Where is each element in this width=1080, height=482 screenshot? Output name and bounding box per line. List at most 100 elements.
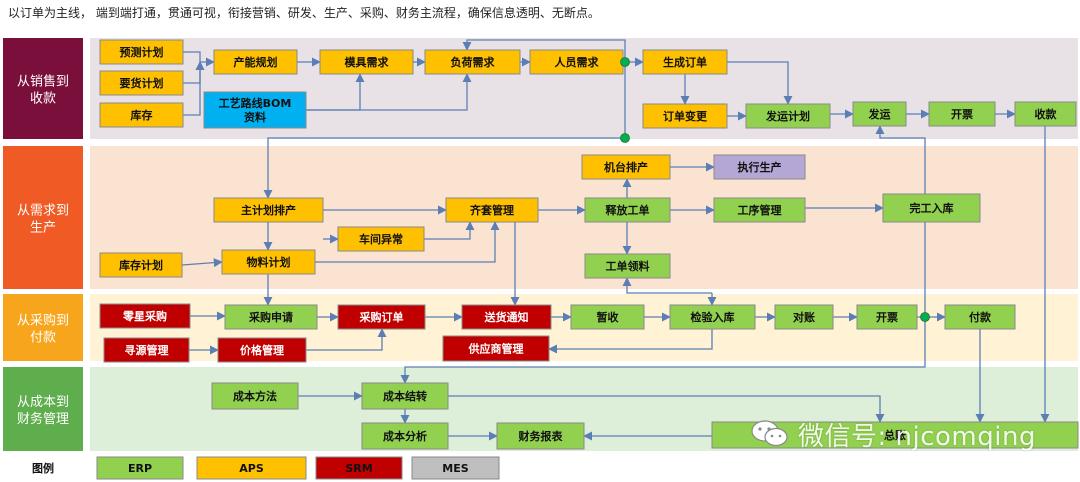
connector-arrow — [875, 125, 926, 317]
box-label: 零星采购 — [122, 309, 167, 323]
box-label: 工序管理 — [738, 203, 782, 217]
box-shape — [217, 337, 307, 363]
box-shape — [99, 102, 184, 128]
process-box-b20: 工序管理 — [713, 197, 806, 223]
process-box-b21: 完工入库 — [882, 193, 981, 223]
box-shape — [337, 304, 426, 330]
box-shape — [745, 103, 831, 129]
box-label: 供应商管理 — [468, 342, 524, 356]
box-label: 财务报表 — [518, 429, 564, 443]
box-label: 要货计划 — [120, 76, 164, 90]
legend-swatch-erp — [96, 456, 184, 480]
box-label: 发运 — [868, 107, 891, 121]
process-box-b9: 生成订单 — [642, 49, 728, 75]
box-shape — [852, 101, 907, 127]
box-shape — [99, 303, 191, 329]
box-label: 负荷需求 — [451, 55, 496, 69]
box-shape — [337, 226, 425, 252]
process-box-b8: 人员需求 — [529, 49, 624, 75]
process-box-b10: 订单变更 — [642, 103, 728, 129]
box-label: 发运计划 — [765, 109, 810, 123]
process-box-b15: 主计划排产 — [213, 197, 324, 223]
connector-arrow — [183, 51, 215, 67]
box-shape — [713, 154, 806, 180]
junction-node — [620, 133, 630, 143]
box-label: 订单变更 — [663, 109, 708, 123]
box-label: 机台排产 — [604, 160, 648, 174]
box-label: 模具需求 — [345, 55, 390, 69]
connector-arrow — [306, 73, 472, 111]
connector-arrow — [548, 329, 713, 354]
box-label: 车间异常 — [359, 232, 403, 246]
legend-item-label: APS — [239, 462, 264, 475]
process-box-b42: 总账 — [711, 421, 1079, 449]
legend-swatch-mes — [411, 456, 500, 480]
process-box-b30: 暂收 — [570, 304, 645, 330]
legend-swatch-aps — [196, 456, 307, 480]
junction-node — [920, 312, 930, 322]
box-label: 采购订单 — [359, 310, 404, 324]
process-box-b38: 成本方法 — [211, 382, 299, 410]
process-box-b29: 送货通知 — [461, 304, 552, 330]
box-label: 付款 — [969, 310, 992, 324]
lane-label-prod: 从需求到生产 — [17, 204, 69, 236]
box-shape — [99, 252, 183, 278]
process-box-b40: 成本分析 — [361, 422, 449, 450]
box-shape — [669, 304, 756, 330]
process-box-b18: 机台排产 — [581, 154, 671, 180]
connector-arrow — [462, 39, 626, 62]
box-shape — [584, 197, 671, 223]
box-shape — [221, 249, 316, 275]
box-shape — [213, 49, 298, 75]
diagram-title: 以订单为主线， 端到端打通，贯通可视，衔接营销、研发、生产、采购、财务主流程，确… — [8, 5, 600, 20]
process-box-b33: 开票 — [856, 304, 918, 330]
box-label: 成本方法 — [233, 389, 277, 403]
box-label: 价格管理 — [240, 343, 284, 357]
process-box-b3: 库存 — [99, 102, 184, 128]
process-box-b17: 释放工单 — [584, 197, 671, 223]
box-shape — [461, 304, 552, 330]
box-label: 产能规划 — [234, 55, 278, 69]
connectors — [181, 39, 1050, 441]
connector-arrow — [400, 317, 926, 384]
box-label: 库存 — [131, 108, 153, 122]
box-label: 工单领料 — [606, 259, 650, 273]
legend-swatch-srm — [315, 456, 403, 480]
process-box-b32: 对账 — [774, 304, 834, 330]
lane-header-purch — [3, 294, 83, 361]
box-label: 收款 — [1035, 107, 1058, 121]
lane-header-prod — [3, 146, 83, 289]
connector-arrow — [622, 277, 712, 294]
box-shape — [713, 197, 806, 223]
connector-arrow — [315, 221, 500, 263]
box-label: 总账 — [884, 428, 906, 442]
box-label: 生成订单 — [663, 55, 707, 69]
box-shape — [882, 193, 981, 223]
process-box-b19: 执行生产 — [713, 154, 806, 180]
box-shape — [642, 103, 728, 129]
box-shape — [928, 101, 996, 127]
box-label: 暂收 — [597, 310, 619, 324]
box-label: 成本结转 — [383, 389, 427, 403]
box-label: 齐套管理 — [470, 203, 514, 217]
box-shape — [944, 304, 1016, 330]
process-box-b14: 收款 — [1014, 101, 1077, 127]
process-box-b28: 采购订单 — [337, 304, 426, 330]
box-shape — [442, 335, 550, 362]
process-box-b24: 物料计划 — [221, 249, 316, 275]
box-label: 开票 — [876, 311, 898, 324]
process-box-b6: 模具需求 — [319, 49, 414, 75]
box-shape — [211, 382, 299, 410]
box-shape — [496, 422, 585, 450]
box-shape — [856, 304, 918, 330]
box-shape — [445, 197, 539, 223]
process-box-b25: 工单领料 — [584, 253, 671, 279]
connector-arrow — [727, 61, 793, 105]
process-box-b34: 付款 — [944, 304, 1016, 330]
process-box-b23: 库存计划 — [99, 252, 183, 278]
connector-arrow — [263, 62, 626, 199]
